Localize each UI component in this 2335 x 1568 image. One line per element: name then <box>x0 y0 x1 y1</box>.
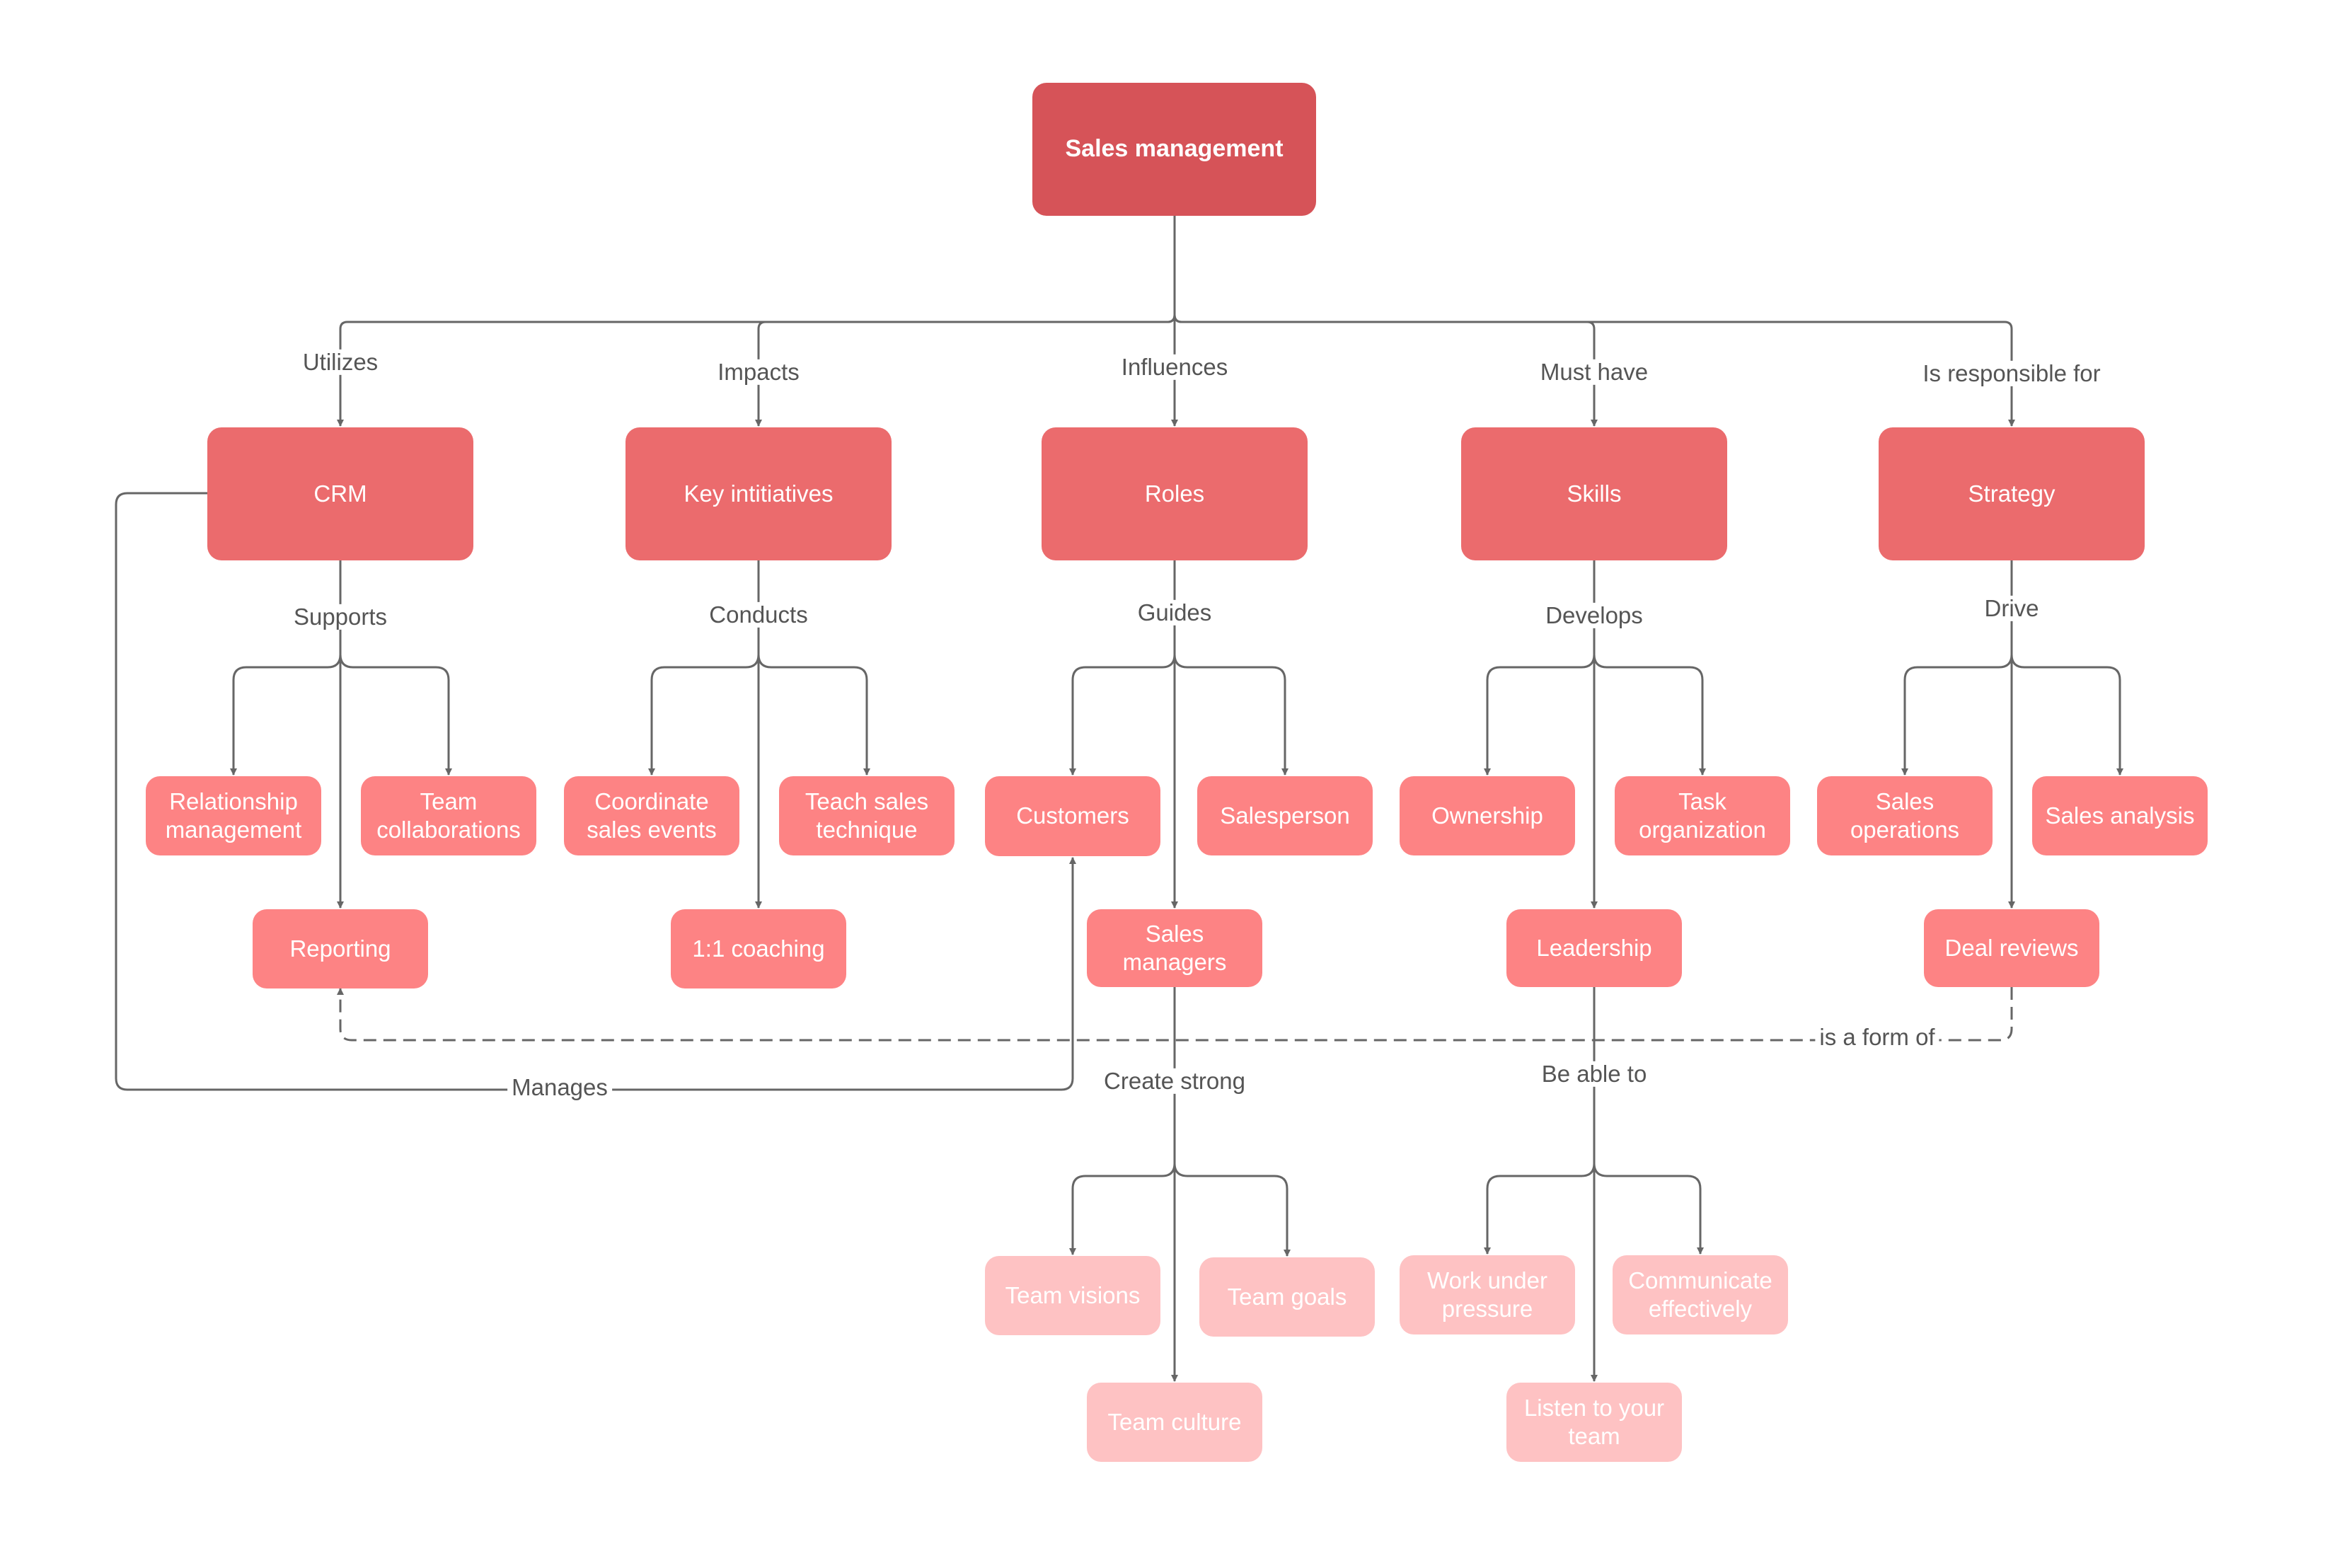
node-label: Sales managers <box>1122 920 1227 975</box>
node-team-goals[interactable]: Team goals <box>1199 1257 1375 1337</box>
label-be-able-to: Be able to <box>1537 1061 1651 1088</box>
node-label: Task organization <box>1639 788 1766 843</box>
edge-leadership-communicate <box>1593 987 1704 1255</box>
label-manages: Manages <box>507 1074 612 1101</box>
node-label: CRM <box>313 480 367 507</box>
node-team-collaborations[interactable]: Team collaborations <box>361 776 536 855</box>
label-is-a-form-of: is a form of <box>1815 1024 1939 1051</box>
label-supports: Supports <box>289 604 392 630</box>
node-label: Customers <box>1016 802 1129 829</box>
node-task-organization[interactable]: Task organization <box>1615 776 1790 855</box>
node-label: Sales management <box>1065 135 1284 163</box>
label-develops: Develops <box>1541 602 1647 629</box>
edge-deal-reviews-reporting <box>337 987 2013 1042</box>
node-label: Ownership <box>1431 802 1543 829</box>
node-teach-sales-technique[interactable]: Teach sales technique <box>779 776 955 855</box>
edge-managers-goals <box>1173 987 1291 1257</box>
node-coordinate-sales-events[interactable]: Coordinate sales events <box>564 776 739 855</box>
node-roles[interactable]: Roles <box>1042 427 1308 560</box>
edge-skills-ownership <box>1484 560 1596 776</box>
node-label: Sales operations <box>1850 788 1960 843</box>
node-ownership[interactable]: Ownership <box>1400 776 1575 855</box>
node-listen-to-your-team[interactable]: Listen to your team <box>1506 1383 1682 1462</box>
node-sales-managers[interactable]: Sales managers <box>1087 909 1262 987</box>
node-label: 1:1 coaching <box>692 935 825 962</box>
node-work-under-pressure[interactable]: Work under pressure <box>1400 1255 1575 1334</box>
node-label: Salesperson <box>1220 802 1350 829</box>
label-influences: Influences <box>1117 354 1233 381</box>
node-customers[interactable]: Customers <box>985 776 1160 856</box>
node-strategy[interactable]: Strategy <box>1879 427 2145 560</box>
node-label: Team visions <box>1005 1281 1141 1308</box>
node-communicate-effectively[interactable]: Communicate effectively <box>1613 1255 1788 1334</box>
node-label: Team collaborations <box>376 788 521 843</box>
node-relationship-management[interactable]: Relationship management <box>146 776 321 855</box>
edge-key-teach <box>757 560 870 776</box>
node-label: Team culture <box>1107 1408 1242 1435</box>
node-deal-reviews[interactable]: Deal reviews <box>1924 909 2099 987</box>
node-sales-operations[interactable]: Sales operations <box>1817 776 1993 855</box>
edge-strategy-analysis <box>2010 560 2123 776</box>
node-sales-management[interactable]: Sales management <box>1032 83 1316 216</box>
label-guides: Guides <box>1133 599 1216 626</box>
node-crm[interactable]: CRM <box>207 427 473 560</box>
node-label: Reporting <box>289 935 391 962</box>
label-create-strong: Create strong <box>1100 1068 1250 1095</box>
node-label: Teach sales technique <box>805 788 929 843</box>
edge-roles-customers <box>1069 560 1176 776</box>
edge-key-coordinate <box>648 560 760 776</box>
node-label: Work under pressure <box>1427 1267 1547 1322</box>
node-skills[interactable]: Skills <box>1461 427 1727 560</box>
edge-crm-manages-customers <box>115 492 1076 1091</box>
node-label: Coordinate sales events <box>587 788 717 843</box>
edge-root-key-initiatives <box>755 216 1176 427</box>
edge-leadership-pressure <box>1484 987 1596 1255</box>
node-label: Listen to your team <box>1523 1394 1665 1449</box>
edge-managers-visions <box>1069 987 1176 1255</box>
node-label: Sales analysis <box>2045 802 2195 829</box>
node-label: Strategy <box>1968 480 2056 507</box>
label-utilizes: Utilizes <box>298 349 383 376</box>
node-leadership[interactable]: Leadership <box>1506 909 1682 987</box>
edge-roles-salesperson <box>1173 560 1288 776</box>
edge-strategy-operations <box>1901 560 2013 776</box>
edge-root-strategy <box>1173 216 2015 427</box>
node-label: Relationship management <box>165 788 302 843</box>
node-label: Skills <box>1567 480 1622 507</box>
node-reporting[interactable]: Reporting <box>253 909 428 988</box>
node-one-on-one-coaching[interactable]: 1:1 coaching <box>671 909 846 988</box>
node-sales-analysis[interactable]: Sales analysis <box>2032 776 2208 855</box>
node-label: Key intitiatives <box>684 480 834 507</box>
label-drive: Drive <box>1980 595 2043 622</box>
node-label: Team goals <box>1227 1283 1347 1310</box>
node-label: Leadership <box>1536 934 1652 961</box>
node-label: Communicate effectively <box>1628 1267 1772 1322</box>
node-label: Roles <box>1144 480 1205 507</box>
node-label: Deal reviews <box>1944 934 2079 961</box>
label-must-have: Must have <box>1535 359 1653 386</box>
label-is-responsible-for: Is responsible for <box>1918 360 2105 387</box>
node-team-culture[interactable]: Team culture <box>1087 1383 1262 1462</box>
edge-crm-collaborations <box>339 560 452 776</box>
node-team-visions[interactable]: Team visions <box>985 1256 1160 1335</box>
node-key-initiatives[interactable]: Key intitiatives <box>625 427 892 560</box>
node-salesperson[interactable]: Salesperson <box>1197 776 1373 855</box>
edge-skills-task <box>1593 560 1706 776</box>
edge-crm-relationship <box>230 560 342 776</box>
label-impacts: Impacts <box>713 359 804 386</box>
label-conducts: Conducts <box>705 601 812 628</box>
